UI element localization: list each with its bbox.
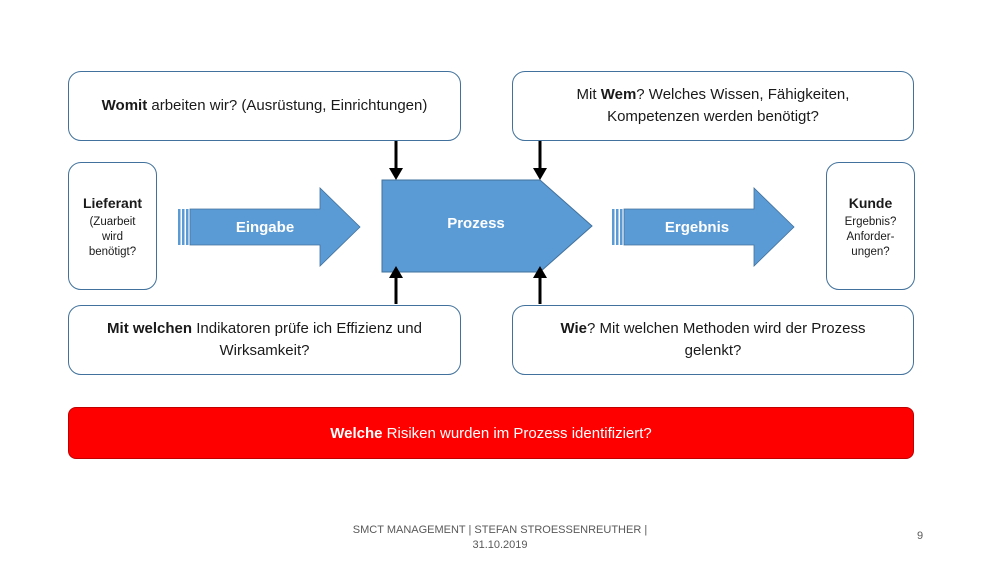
footer-line1: SMCT MANAGEMENT | STEFAN STROESSENREUTHE… xyxy=(352,524,648,536)
lieferant-subtext: (Zuarbeit wird benötigt? xyxy=(89,215,136,260)
lieferant-title: Lieferant xyxy=(82,194,143,211)
kunde-box: Kunde Ergebnis? Anforder- ungen? xyxy=(826,162,915,290)
kunde-line3: ungen? xyxy=(851,245,890,258)
prozess-shape xyxy=(381,179,593,273)
risiken-bold: Welche xyxy=(330,424,383,442)
eingabe-label: Eingabe xyxy=(235,218,295,236)
indikatoren-rest: Indikatoren prüfe ich Effizienz und xyxy=(192,320,422,337)
lieferant-line3: benötigt? xyxy=(88,245,137,258)
arrow-up-indikatoren xyxy=(389,266,403,304)
lieferant-line2: wird xyxy=(101,230,124,243)
mitwem-rest: ? Welches Wissen, Fähigkeiten, xyxy=(636,86,850,103)
eingabe-arrow xyxy=(178,187,361,267)
footer-line2: 31.10.2019 xyxy=(472,539,528,551)
arrow-down-mitwem xyxy=(533,141,547,180)
wie-line2: gelenkt? xyxy=(684,342,742,359)
prozess-label: Prozess xyxy=(447,214,505,232)
arrow-up-wie xyxy=(533,266,547,304)
mitwem-box: Mit Wem? Welches Wissen, Fähigkeiten, Ko… xyxy=(512,71,914,141)
ergebnis-arrow xyxy=(612,187,795,267)
lieferant-box: Lieferant (Zuarbeit wird benötigt? xyxy=(68,162,157,290)
kunde-title: Kunde xyxy=(848,194,893,211)
womit-rest: arbeiten wir? (Ausrüstung, Einrichtungen… xyxy=(147,97,428,114)
lieferant-line1: (Zuarbeit xyxy=(89,215,136,228)
page-number: 9 xyxy=(916,530,924,542)
wie-bold: Wie xyxy=(560,320,588,337)
indikatoren-box: Mit welchen Indikatoren prüfe ich Effizi… xyxy=(68,305,461,375)
ergebnis-label: Ergebnis xyxy=(664,218,730,236)
womit-box: Womit arbeiten wir? (Ausrüstung, Einrich… xyxy=(68,71,461,141)
wie-box: Wie? Mit welchen Methoden wird der Proze… xyxy=(512,305,914,375)
risiken-rest: Risiken wurden im Prozess identifiziert? xyxy=(382,424,652,442)
indikatoren-bold: Mit welchen xyxy=(107,320,193,337)
wie-text: Wie? Mit welchen Methoden wird der Proze… xyxy=(560,318,865,362)
kunde-line2: Anforder- xyxy=(846,230,895,243)
indikatoren-text: Mit welchen Indikatoren prüfe ich Effizi… xyxy=(107,318,422,362)
kunde-line1: Ergebnis? xyxy=(844,215,897,228)
mitwem-bold: Wem xyxy=(600,86,637,103)
indikatoren-line2: Wirksamkeit? xyxy=(219,342,310,359)
wie-rest: ? Mit welchen Methoden wird der Prozess xyxy=(587,320,866,337)
mitwem-line2: Kompetenzen werden benötigt? xyxy=(607,108,819,125)
womit-text: Womit arbeiten wir? (Ausrüstung, Einrich… xyxy=(102,95,428,117)
risiken-text: Welche Risiken wurden im Prozess identif… xyxy=(330,425,652,442)
kunde-subtext: Ergebnis? Anforder- ungen? xyxy=(845,215,897,260)
mitwem-text: Mit Wem? Welches Wissen, Fähigkeiten, Ko… xyxy=(577,84,850,128)
mitwem-pre: Mit xyxy=(576,86,601,103)
footer: SMCT MANAGEMENT | STEFAN STROESSENREUTHE… xyxy=(330,523,670,553)
arrow-down-womit xyxy=(389,141,403,180)
risiken-box: Welche Risiken wurden im Prozess identif… xyxy=(68,407,914,459)
womit-bold: Womit xyxy=(101,97,148,114)
